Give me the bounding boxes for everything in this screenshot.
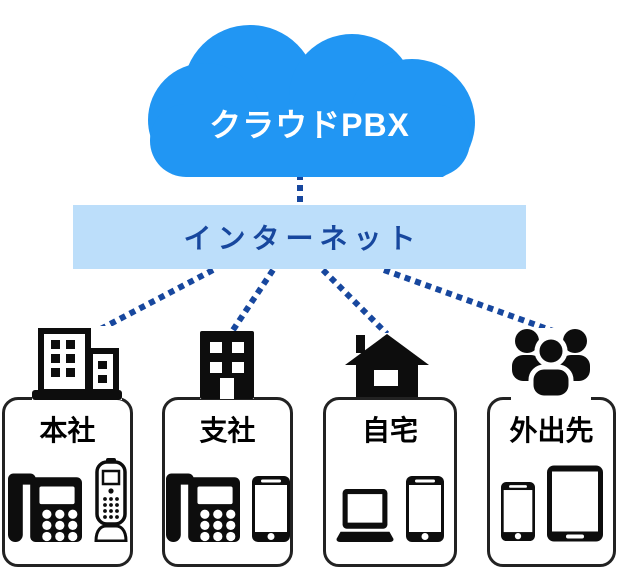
internet-label: インターネット [183, 223, 422, 254]
jitaku-devices [326, 476, 454, 542]
connector-internet-jitaku [320, 267, 390, 337]
cloud-pbx-label: クラウドPBX [209, 107, 410, 143]
smartphone-icon [500, 481, 535, 542]
desk-phone-icon [165, 473, 240, 542]
site-box-shisha: 支社 [162, 397, 293, 567]
cloud-pbx: クラウドPBX [142, 12, 477, 177]
internet-bar: インターネット [73, 205, 526, 269]
gaishutsusaki-devices [490, 465, 613, 542]
cloud-icon [148, 25, 475, 177]
laptop-icon [336, 489, 394, 542]
office-building-icon [200, 331, 254, 399]
cordless-phone-icon [93, 458, 128, 542]
site-label-shisha: 支社 [199, 415, 256, 446]
office-buildings-icon [32, 326, 122, 400]
site-label-jitaku: 自宅 [361, 415, 418, 446]
smartphone-icon [251, 476, 290, 542]
house-icon [344, 333, 430, 397]
site-label-gaishutsusaki: 外出先 [509, 415, 594, 446]
people-group-icon [511, 328, 591, 401]
tablet-icon [546, 465, 603, 542]
site-box-gaishutsusaki: 外出先 [487, 397, 616, 567]
connector-internet-shisha [228, 268, 276, 335]
connector-internet-honsha [91, 267, 215, 336]
honsha-devices [5, 456, 130, 542]
connector-internet-gaishutsusaki [382, 267, 555, 334]
desk-phone-icon [7, 473, 82, 542]
shisha-devices [165, 468, 290, 542]
smartphone-icon [406, 476, 444, 542]
site-label-honsha: 本社 [39, 415, 96, 446]
site-box-jitaku: 自宅 [323, 397, 457, 567]
site-box-honsha: 本社 [2, 397, 133, 567]
